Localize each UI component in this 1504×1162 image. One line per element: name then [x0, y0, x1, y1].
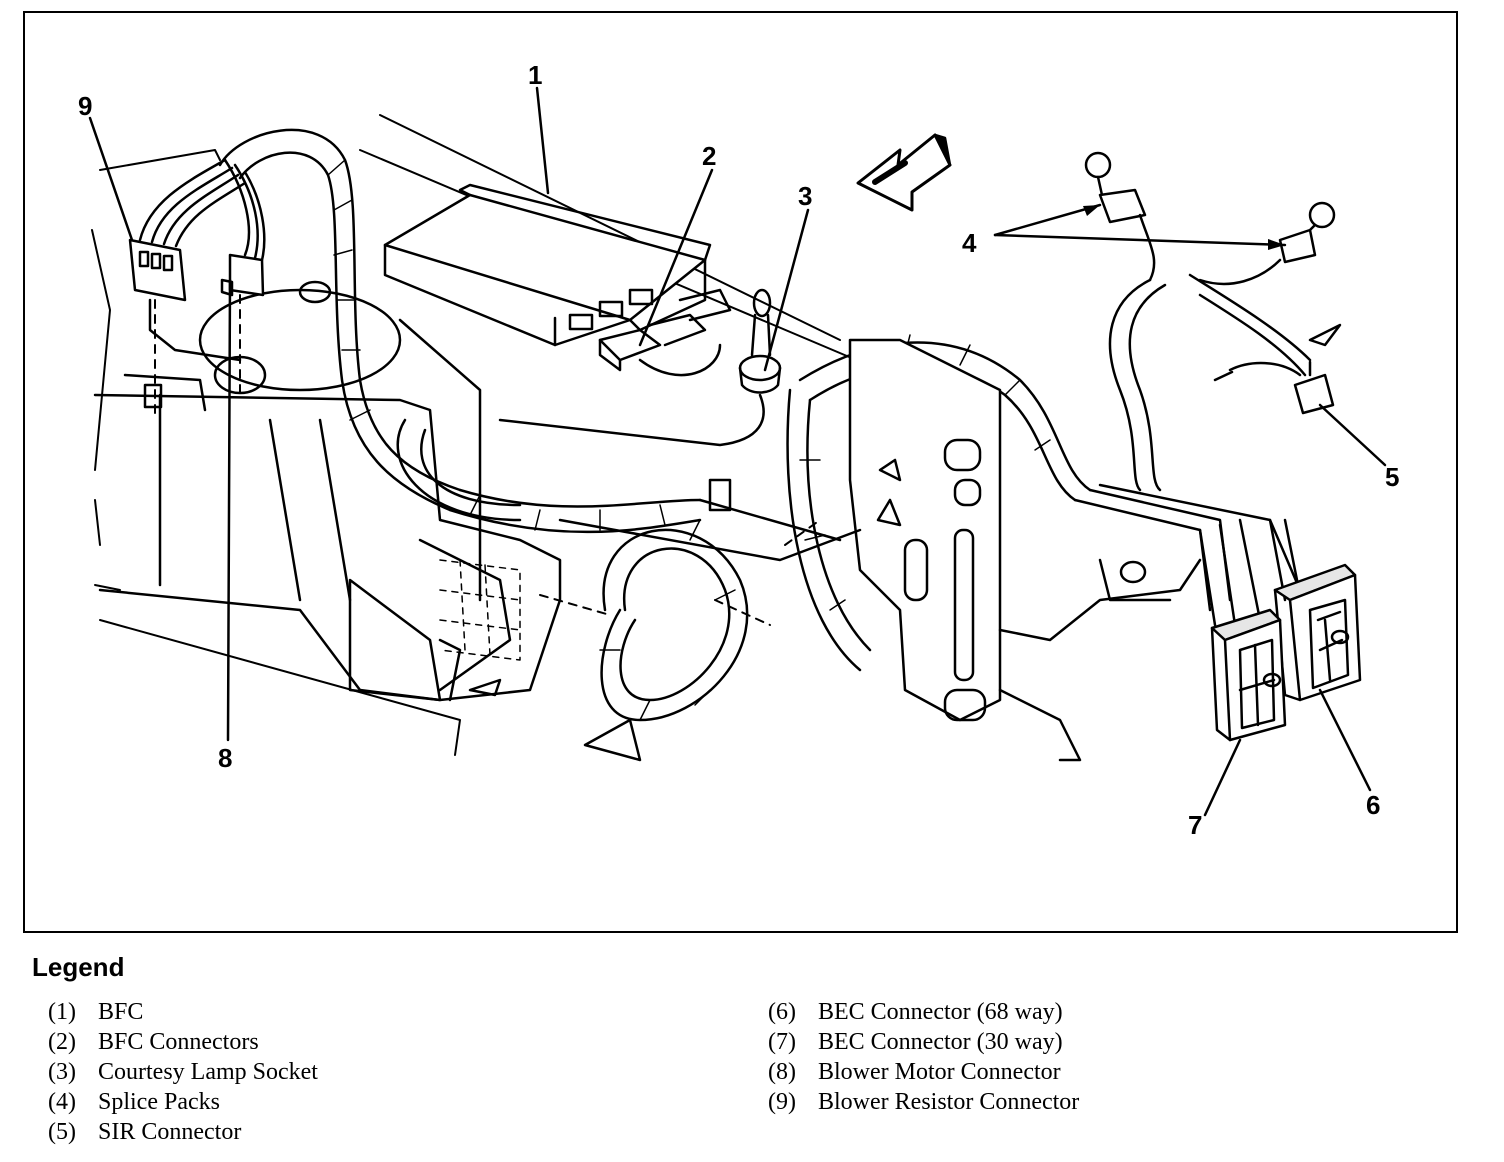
legend-item-3: (3) Courtesy Lamp Socket	[48, 1057, 318, 1087]
blower-housing	[93, 280, 562, 702]
legend-item-number: (5)	[48, 1119, 76, 1145]
legend-item-text: Courtesy Lamp Socket	[98, 1059, 318, 1085]
legend-item-number: (3)	[48, 1059, 76, 1085]
blower-motor-connector	[220, 158, 266, 297]
legend-item-text: SIR Connector	[98, 1119, 242, 1145]
legend-item-text: Splice Packs	[98, 1089, 220, 1115]
callout-9: 9	[78, 91, 93, 121]
blower-resistor-connector	[123, 158, 247, 412]
bfc-module	[383, 183, 712, 347]
legend-column-left: (1) BFC (2) BFC Connectors (3) Courtesy Lam…	[48, 997, 318, 1147]
bec-connector-68-way	[1273, 563, 1362, 702]
legend-column-right: (6) BEC Connector (68 way) (7) BEC Connect…	[768, 997, 1079, 1117]
leader-arrowheads	[1083, 205, 1285, 250]
courtesy-lamp-socket	[498, 288, 782, 447]
legend-item-number: (6)	[768, 999, 796, 1025]
callout-4: 4	[962, 228, 977, 258]
legend-item-text: BEC Connector (68 way)	[818, 999, 1063, 1025]
mounting-bracket	[558, 338, 1202, 762]
callout-1: 1	[528, 60, 543, 90]
legend-item-2: (2) BFC Connectors	[48, 1027, 318, 1057]
callout-6: 6	[1366, 790, 1381, 820]
legend-item-1: (1) BFC	[48, 997, 318, 1027]
legend-item-number: (7)	[768, 1029, 796, 1055]
callout-3: 3	[798, 181, 813, 211]
callout-8: 8	[218, 743, 233, 773]
bec-connector-30-way	[1210, 608, 1287, 742]
legend-item-number: (1)	[48, 999, 76, 1025]
legend-item-6: (6) BEC Connector (68 way)	[768, 997, 1079, 1027]
bfc-connectors	[598, 288, 732, 377]
callout-7: 7	[1188, 810, 1203, 840]
callout-2: 2	[702, 141, 717, 171]
legend-item-5: (5) SIR Connector	[48, 1117, 318, 1147]
legend-item-text: BEC Connector (30 way)	[818, 1029, 1063, 1055]
callout-5: 5	[1385, 462, 1400, 492]
legend-item-text: Blower Motor Connector	[818, 1059, 1061, 1085]
legend-item-8: (8) Blower Motor Connector	[768, 1057, 1079, 1087]
legend-item-text: Blower Resistor Connector	[818, 1089, 1080, 1115]
legend-item-text: BFC Connectors	[98, 1029, 259, 1055]
floor-wedges	[468, 678, 642, 762]
background-panels	[91, 114, 881, 756]
legend-item-number: (8)	[768, 1059, 796, 1085]
legend-item-9: (9) Blower Resistor Connector	[768, 1087, 1079, 1117]
legend-item-4: (4) Splice Packs	[48, 1087, 318, 1117]
diagram-frame	[23, 11, 1458, 933]
callout-leaders	[88, 86, 1387, 817]
legend-item-text: BFC	[98, 999, 144, 1025]
splice-packs	[1084, 151, 1342, 492]
legend-item-number: (4)	[48, 1089, 76, 1115]
direction-arrow	[856, 133, 952, 212]
dashed-lead-lines	[154, 294, 821, 626]
legend-title: Legend	[32, 952, 125, 982]
sir-connector	[1213, 360, 1335, 415]
legend-item-7: (7) BEC Connector (30 way)	[768, 1027, 1079, 1057]
legend-item-number: (9)	[768, 1089, 796, 1115]
legend-item-number: (2)	[48, 1029, 76, 1055]
